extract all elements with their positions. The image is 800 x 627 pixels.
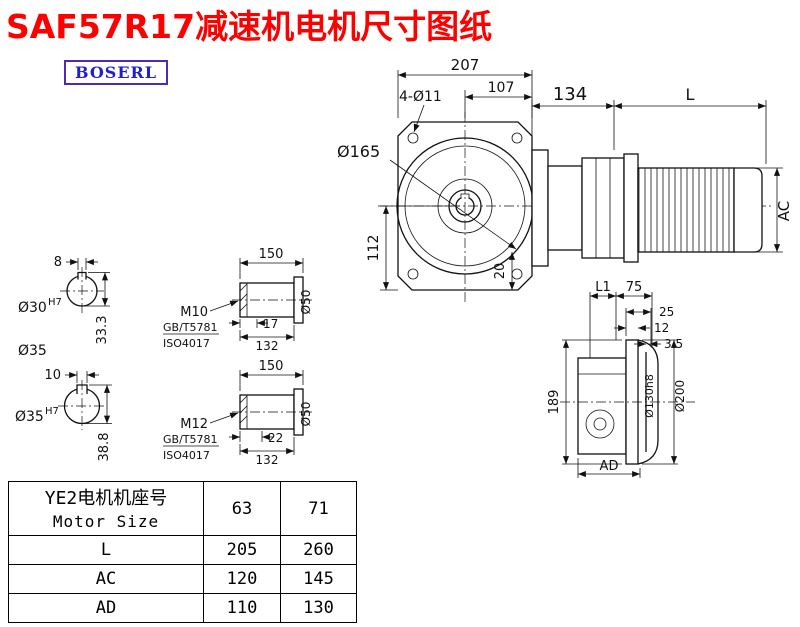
table-header-label: YE2电机机座号 Motor Size bbox=[8, 481, 204, 536]
table-cell-L-63: 205 bbox=[203, 535, 281, 565]
shaft-body bbox=[239, 282, 295, 318]
dim-AC: AC bbox=[775, 201, 793, 221]
shaft-side-view-a: 150 M10 GB/T5781 ISO4017 17 132 Ø50 bbox=[163, 247, 313, 353]
fan-cowl bbox=[733, 167, 763, 253]
table-row-AC-label: AC bbox=[8, 564, 204, 594]
bolt-hole bbox=[511, 132, 523, 144]
dim-o30-tolerance: H7 bbox=[48, 297, 62, 308]
table-cell-AC-63: 120 bbox=[203, 564, 281, 594]
table-cell-AD-71: 130 bbox=[280, 593, 357, 623]
dim-L: L bbox=[686, 85, 695, 104]
table-cell-frame71: 71 bbox=[280, 481, 357, 536]
dim-o165: Ø165 bbox=[337, 142, 380, 161]
bolt-hole bbox=[407, 132, 419, 144]
dim-o30: Ø30 bbox=[18, 300, 47, 316]
gearbox-flange-plate bbox=[531, 149, 549, 267]
dim-189: 189 bbox=[547, 390, 562, 415]
table-cell-frame63: 63 bbox=[203, 481, 281, 536]
dimensions-front: 207 107 4-Ø11 Ø165 112 20 134 L bbox=[337, 56, 793, 291]
standard-iso-a: ISO4017 bbox=[163, 337, 210, 350]
dim-132-b: 132 bbox=[256, 453, 279, 467]
standard-gb-a: GB/T5781 bbox=[163, 321, 218, 334]
dim-o35: Ø35 bbox=[18, 343, 47, 359]
dim-150-b: 150 bbox=[259, 359, 284, 374]
table-cell-AD-63: 110 bbox=[203, 593, 281, 623]
dim-132-a: 132 bbox=[256, 339, 279, 353]
dim-AD: AD bbox=[600, 459, 619, 474]
shaft-body bbox=[239, 394, 295, 430]
dim-o35h7-tolerance: H7 bbox=[45, 406, 59, 417]
dim-3-5: 3.5 bbox=[664, 337, 683, 351]
dim-o130h8: Ø130h8 bbox=[643, 374, 656, 418]
table-cell-AC-71: 145 bbox=[280, 564, 357, 594]
dim-112: 112 bbox=[366, 235, 382, 262]
dim-12: 12 bbox=[654, 321, 669, 335]
dim-17: 17 bbox=[263, 317, 278, 331]
shaft-side-view-b: 150 M12 GB/T5781 ISO4017 22 132 Ø50 bbox=[163, 359, 313, 467]
dim-207: 207 bbox=[451, 56, 480, 74]
dim-150-a: 150 bbox=[259, 247, 284, 262]
housing-side bbox=[577, 357, 627, 455]
table-row-L-label: L bbox=[8, 535, 204, 565]
motor-flange bbox=[623, 153, 639, 263]
dim-m10: M10 bbox=[180, 305, 208, 320]
dim-107: 107 bbox=[488, 80, 515, 96]
table-row-AD-label: AD bbox=[8, 593, 204, 623]
dim-20: 20 bbox=[493, 263, 508, 280]
dim-o50-b: Ø50 bbox=[299, 402, 313, 427]
bolt-hole bbox=[407, 268, 419, 280]
dim-o200: Ø200 bbox=[673, 380, 687, 412]
motor-size-table: YE2电机机座号 Motor Size 63 71 L 205 260 AC 1… bbox=[8, 481, 357, 623]
table-header-cn: YE2电机机座号 bbox=[44, 488, 168, 510]
shaft-bore-sections: 8 Ø30 H7 33.3 Ø35 10 Ø35 H7 38.8 bbox=[15, 255, 112, 461]
dim-4xo11: 4-Ø11 bbox=[399, 89, 442, 105]
dim-38-8: 38.8 bbox=[97, 433, 112, 462]
dim-L1: L1 bbox=[595, 280, 611, 295]
table-cell-L-71: 260 bbox=[280, 535, 357, 565]
dim-10: 10 bbox=[44, 368, 61, 383]
boserl-logo: BOSERL bbox=[64, 60, 169, 85]
dim-33-3: 33.3 bbox=[95, 316, 110, 345]
table-header-en: Motor Size bbox=[52, 511, 160, 531]
dim-o50-a: Ø50 bbox=[299, 290, 313, 315]
motor-side-view bbox=[531, 149, 763, 267]
output-flange-side-view: L1 75 25 12 3.5 189 Ø130h8 Ø200 A bbox=[547, 280, 695, 478]
dim-134: 134 bbox=[553, 84, 587, 105]
dim-8: 8 bbox=[54, 255, 62, 270]
dim-75: 75 bbox=[626, 280, 643, 295]
page-title: SAF57R17减速机电机尺寸图纸 bbox=[6, 7, 493, 46]
dim-m12: M12 bbox=[180, 417, 208, 432]
standard-gb-b: GB/T5781 bbox=[163, 433, 218, 446]
dim-25: 25 bbox=[659, 305, 674, 319]
dim-o35h7: Ø35 bbox=[15, 409, 44, 425]
motor-body-fins bbox=[637, 167, 735, 253]
dim-22: 22 bbox=[268, 431, 283, 445]
standard-iso-b: ISO4017 bbox=[163, 449, 210, 462]
